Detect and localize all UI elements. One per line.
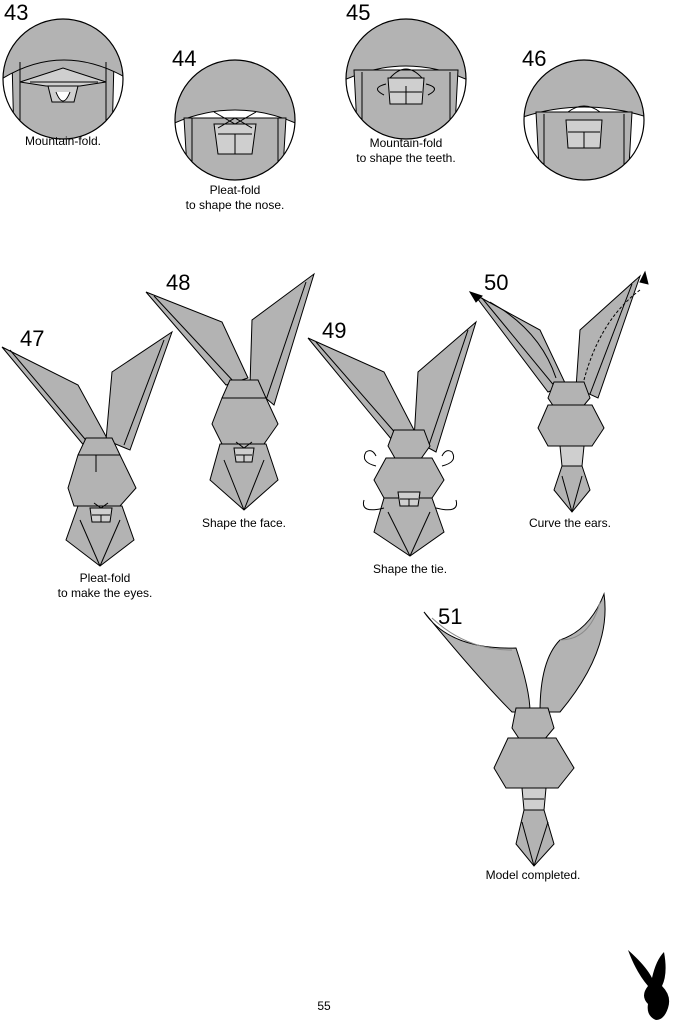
step-49-diagram <box>307 320 477 557</box>
step-caption: Curve the ears. <box>528 516 612 530</box>
step-47-diagram <box>1 330 173 567</box>
step-caption: Shape the face. <box>201 516 287 530</box>
step-44-diagram <box>174 59 296 181</box>
step-50-diagram <box>468 270 649 513</box>
bunny-logo-icon <box>628 950 670 1020</box>
step-number: 51 <box>438 604 463 629</box>
step-number: 43 <box>4 0 29 25</box>
step-caption: Model completed. <box>485 868 581 882</box>
arrow-icon <box>583 289 641 381</box>
step-number: 49 <box>322 318 347 343</box>
step-number: 50 <box>484 270 509 295</box>
page-number: 55 <box>317 999 331 1013</box>
step-48-diagram <box>145 272 315 511</box>
step-number: 44 <box>172 46 197 71</box>
step-number: 45 <box>346 0 371 25</box>
step-number: 48 <box>166 270 191 295</box>
step-number: 46 <box>522 46 547 71</box>
step-45-diagram <box>345 18 467 140</box>
step-caption: Pleat-fold to shape the nose. <box>185 183 285 212</box>
step-caption: Pleat-fold to make the eyes. <box>57 571 153 600</box>
arrow-icon <box>489 301 557 379</box>
step-51-diagram <box>423 592 606 867</box>
step-caption: Mountain-fold. <box>24 134 102 148</box>
step-caption: Mountain-fold to shape the teeth. <box>356 136 456 165</box>
step-caption: Shape the tie. <box>372 562 448 576</box>
step-46-diagram <box>523 59 645 181</box>
step-number: 47 <box>20 326 45 351</box>
